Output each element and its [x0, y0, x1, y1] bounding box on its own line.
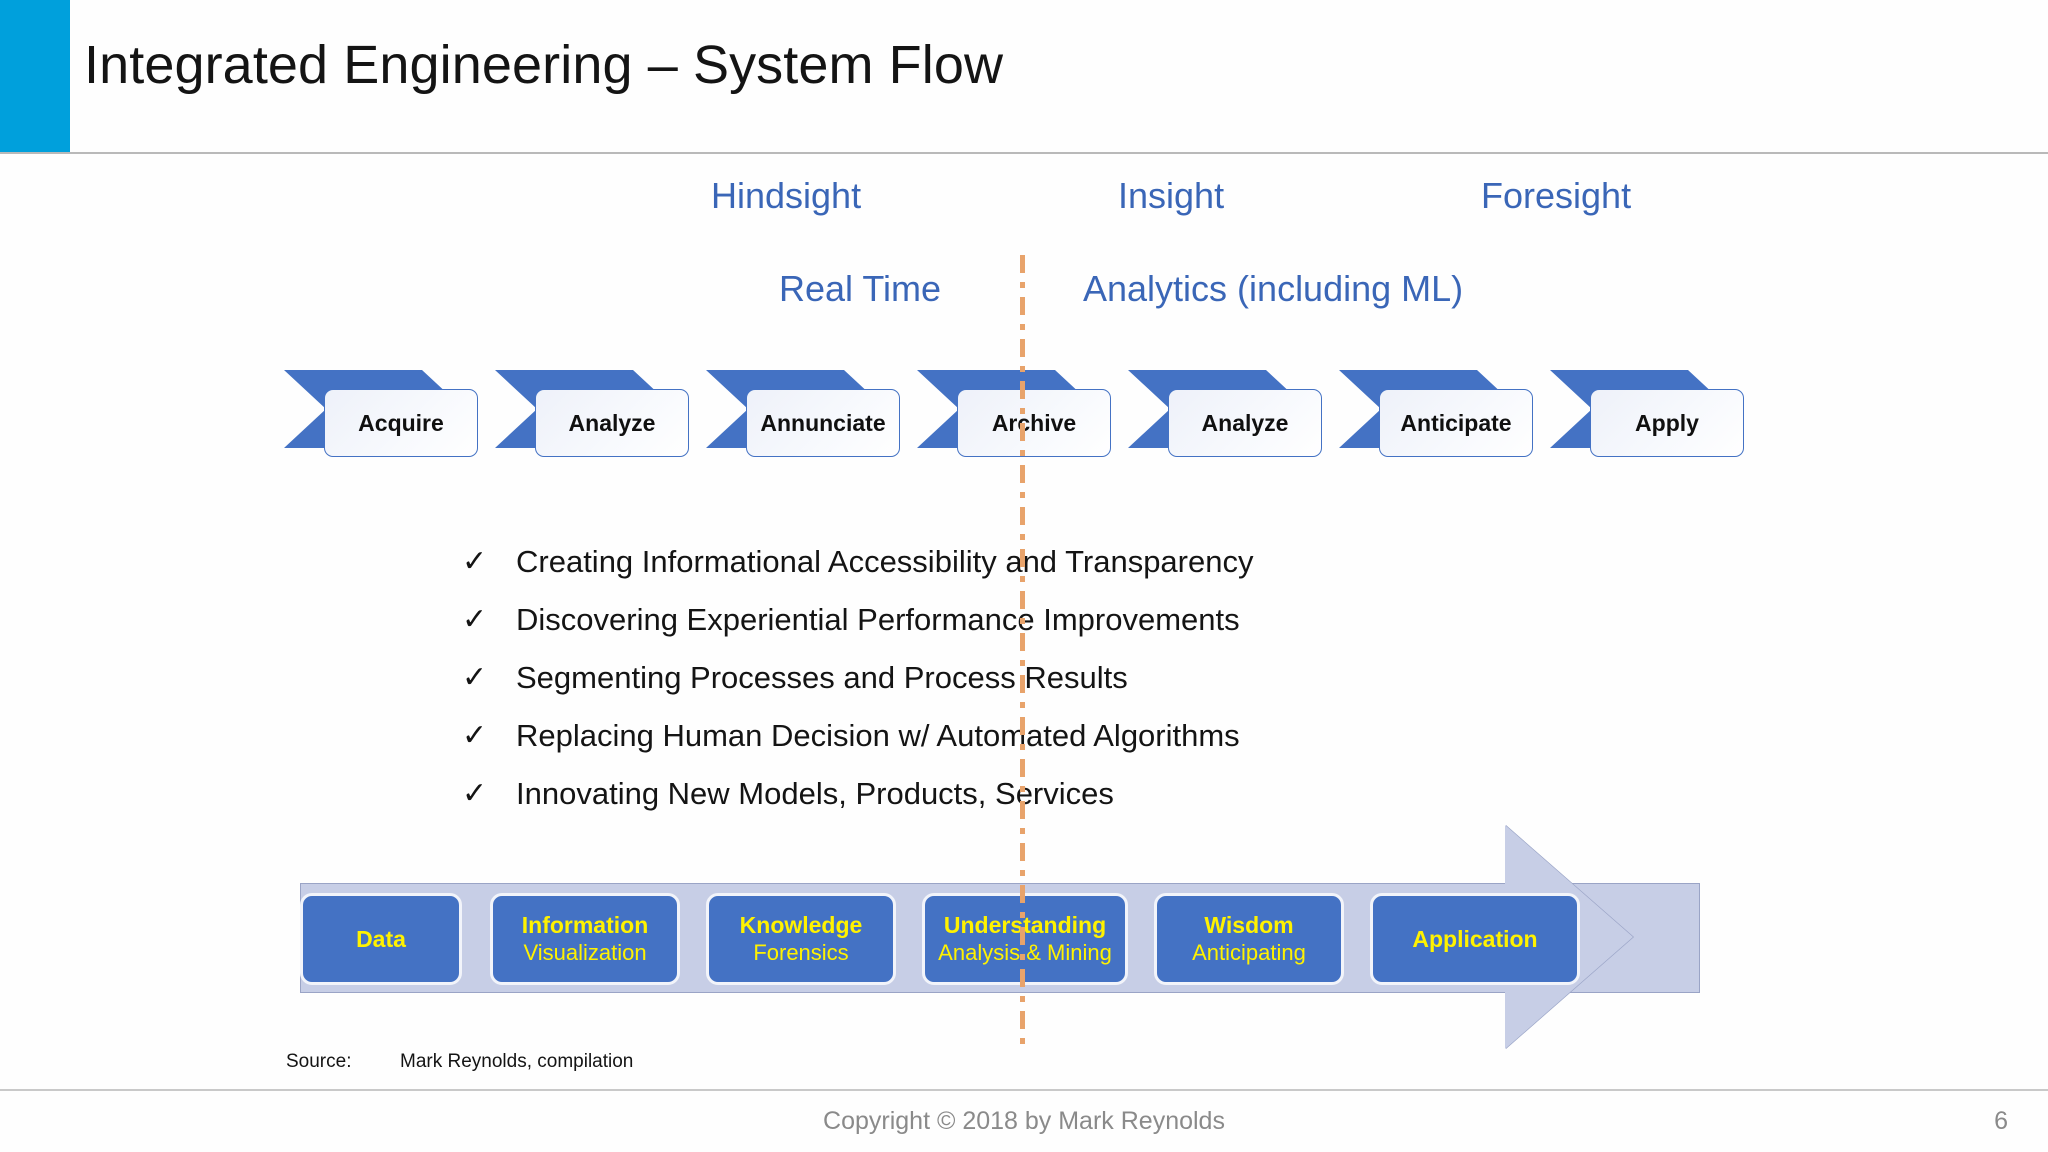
page-number: 6 [1994, 1107, 2008, 1135]
check-icon: ✓ [462, 545, 488, 578]
list-item: ✓ Replacing Human Decision w/ Automated … [462, 714, 1562, 772]
dikw-title: Knowledge [739, 912, 863, 938]
dikw-stage-data[interactable]: Data [300, 893, 462, 985]
dikw-title: Data [356, 926, 406, 952]
flow-step-label: Anticipate [1400, 409, 1512, 436]
title-accent-bar [0, 0, 70, 152]
source-label: Source: [286, 1051, 352, 1072]
list-item: ✓ Innovating New Models, Products, Servi… [462, 772, 1562, 830]
label-foresight: Foresight [1481, 175, 1632, 216]
flow-step-analyze-2[interactable]: Analyze [1128, 370, 1322, 457]
flow-step-box: Apply [1590, 389, 1744, 457]
dikw-title: Wisdom [1204, 912, 1294, 938]
flow-step-annunciate[interactable]: Annunciate [706, 370, 900, 457]
flow-step-label: Acquire [358, 409, 444, 436]
page-title: Integrated Engineering – System Flow [84, 35, 1004, 95]
list-item-label: Replacing Human Decision w/ Automated Al… [516, 718, 1240, 753]
title-divider-rule [0, 152, 2048, 154]
check-icon: ✓ [462, 603, 488, 636]
flow-step-archive[interactable]: Archive [917, 370, 1111, 457]
dikw-subtitle: Visualization [523, 940, 647, 965]
flow-step-box: Analyze [535, 389, 689, 457]
label-insight: Insight [1118, 175, 1225, 216]
list-item: ✓ Segmenting Processes and Process Resul… [462, 656, 1562, 714]
dikw-stage-application[interactable]: Application [1370, 893, 1580, 985]
check-icon: ✓ [462, 661, 488, 694]
dikw-stage-information[interactable]: Information Visualization [490, 893, 680, 985]
dikw-title: Application [1412, 926, 1538, 952]
flow-step-box: Acquire [324, 389, 478, 457]
dikw-stage-understanding[interactable]: Understanding Analysis & Mining [922, 893, 1128, 985]
flow-step-label: Analyze [1201, 409, 1289, 436]
flow-step-box: Anticipate [1379, 389, 1533, 457]
flow-step-label: Annunciate [760, 409, 886, 436]
dikw-stage-knowledge[interactable]: Knowledge Forensics [706, 893, 896, 985]
dikw-title: Understanding [943, 912, 1107, 938]
flow-step-analyze-1[interactable]: Analyze [495, 370, 689, 457]
list-item: ✓ Discovering Experiential Performance I… [462, 598, 1562, 656]
dikw-title: Information [521, 912, 649, 938]
check-icon: ✓ [462, 719, 488, 752]
flow-step-label: Apply [1635, 409, 1699, 436]
flow-step-label: Archive [991, 409, 1077, 436]
check-icon: ✓ [462, 777, 488, 810]
dikw-subtitle: Forensics [753, 940, 849, 965]
flow-step-box: Annunciate [746, 389, 900, 457]
flow-step-acquire[interactable]: Acquire [284, 370, 478, 457]
flow-step-box: Archive [957, 389, 1111, 457]
flow-step-anticipate[interactable]: Anticipate [1339, 370, 1533, 457]
flow-step-box: Analyze [1168, 389, 1322, 457]
label-hindsight: Hindsight [711, 175, 862, 216]
list-item-label: Discovering Experiential Performance Imp… [516, 602, 1240, 637]
dikw-subtitle: Anticipating [1192, 940, 1306, 965]
source-value: Mark Reynolds, compilation [400, 1051, 634, 1072]
benefits-checklist: ✓ Creating Informational Accessibility a… [462, 540, 1562, 830]
flow-step-label: Analyze [568, 409, 656, 436]
list-item: ✓ Creating Informational Accessibility a… [462, 540, 1562, 598]
label-analytics: Analytics (including ML) [1083, 268, 1464, 309]
process-flow-row: Acquire Analyze Annunciate Archive Analy… [0, 370, 2048, 480]
footer-copyright: Copyright © 2018 by Mark Reynolds [823, 1107, 1225, 1135]
flow-step-apply[interactable]: Apply [1550, 370, 1744, 457]
phase-divider-line [1020, 255, 1025, 1045]
list-item-label: Innovating New Models, Products, Service… [516, 776, 1114, 811]
list-item-label: Segmenting Processes and Process Results [516, 660, 1128, 695]
dikw-stage-wisdom[interactable]: Wisdom Anticipating [1154, 893, 1344, 985]
footer-divider-rule [0, 1089, 2048, 1091]
label-real-time: Real Time [779, 268, 942, 309]
list-item-label: Creating Informational Accessibility and… [516, 544, 1254, 579]
